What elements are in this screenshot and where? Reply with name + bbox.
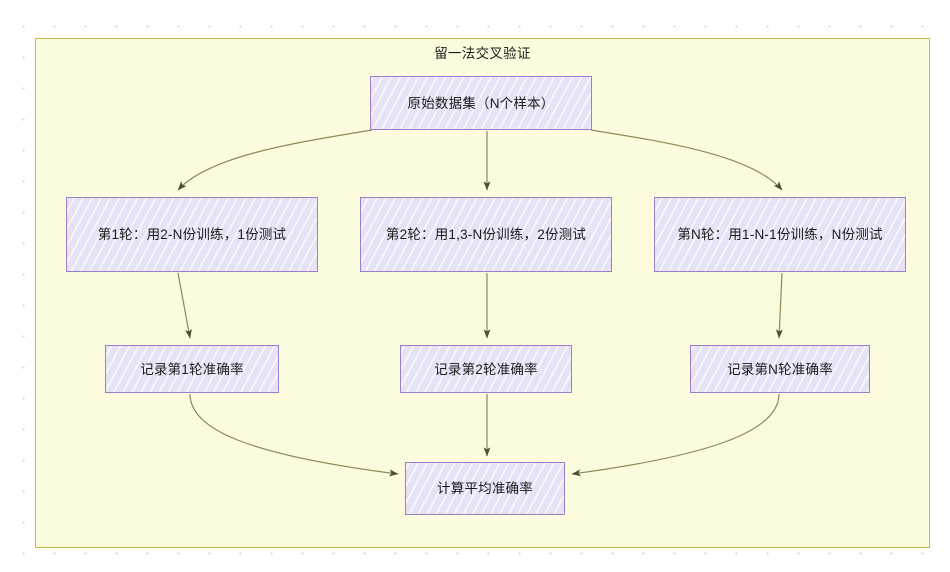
node-record-2[interactable]: 记录第2轮准确率: [400, 345, 572, 393]
edge-record-1-to-average: [189, 393, 399, 477]
edge-round-1-to-record-1: [177, 272, 192, 339]
node-dataset-label: 原始数据集（N个样本）: [407, 95, 555, 111]
node-average-label: 计算平均准确率: [437, 481, 533, 496]
node-round-n-label: 第N轮：用1-N-1份训练，N份测试: [677, 227, 883, 242]
node-round-n[interactable]: 第N轮：用1-N-1份训练，N份测试: [654, 197, 906, 272]
node-round-2[interactable]: 第2轮：用1,3-N份训练，2份测试: [360, 197, 612, 272]
diagram-title: 留一法交叉验证: [434, 46, 531, 61]
node-record-n-label: 记录第N轮准确率: [727, 361, 833, 377]
node-record-2-label: 记录第2轮准确率: [434, 361, 538, 377]
edge-dataset-to-round-n: [590, 129, 783, 191]
edge-dataset-to-round-1: [177, 129, 373, 191]
edge-record-n-to-average: [571, 393, 780, 477]
node-dataset[interactable]: 原始数据集（N个样本）: [370, 76, 592, 130]
node-round-1-label: 第1轮：用2-N份训练，1份测试: [97, 227, 287, 242]
node-record-1[interactable]: 记录第1轮准确率: [105, 345, 279, 393]
node-average[interactable]: 计算平均准确率: [405, 462, 565, 515]
node-round-2-label: 第2轮：用1,3-N份训练，2份测试: [385, 227, 587, 242]
node-round-1[interactable]: 第1轮：用2-N份训练，1份测试: [66, 197, 318, 272]
node-record-1-label: 记录第1轮准确率: [140, 361, 244, 377]
node-record-n[interactable]: 记录第N轮准确率: [690, 345, 870, 393]
edge-round-n-to-record-n: [775, 272, 783, 339]
